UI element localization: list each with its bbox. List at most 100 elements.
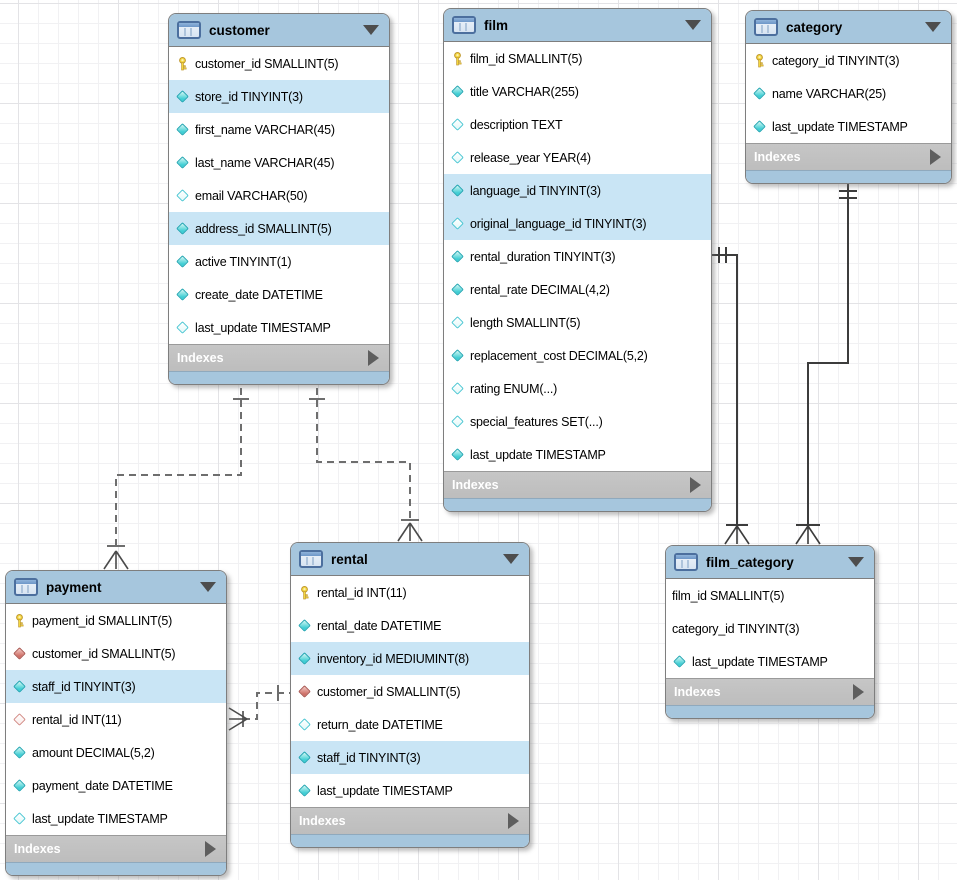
collapse-arrow-icon[interactable] — [503, 554, 519, 564]
indexes-footer[interactable]: Indexes — [444, 471, 711, 498]
table-row[interactable]: description TEXT — [444, 108, 711, 141]
table-row[interactable]: title VARCHAR(255) — [444, 75, 711, 108]
table-row[interactable]: create_date DATETIME — [169, 278, 389, 311]
expand-arrow-icon[interactable] — [368, 350, 379, 366]
table-row[interactable]: inventory_id MEDIUMINT(8) — [291, 642, 529, 675]
table-row[interactable]: last_name VARCHAR(45) — [169, 146, 389, 179]
column-label: length SMALLINT(5) — [470, 315, 581, 330]
table-row[interactable]: name VARCHAR(25) — [746, 77, 951, 110]
collapse-arrow-icon[interactable] — [848, 557, 864, 567]
table-row[interactable]: film_id SMALLINT(5) — [444, 42, 711, 75]
relationship-customer-payment[interactable] — [103, 376, 249, 570]
table-row[interactable]: active TINYINT(1) — [169, 245, 389, 278]
table-row[interactable]: address_id SMALLINT(5) — [169, 212, 389, 245]
table-row[interactable]: last_update TIMESTAMP — [746, 110, 951, 143]
table-row[interactable]: rating ENUM(...) — [444, 372, 711, 405]
column-not-null-icon — [751, 86, 768, 102]
table-row[interactable]: category_id TINYINT(3) — [746, 44, 951, 77]
table-row[interactable]: special_features SET(...) — [444, 405, 711, 438]
table-header[interactable]: category — [746, 11, 951, 44]
table-header[interactable]: payment — [6, 571, 226, 604]
table-rental[interactable]: rental rental_id INT(11)rental_date DATE… — [290, 542, 530, 848]
column-not-null-icon — [449, 348, 466, 364]
table-title: payment — [46, 579, 102, 595]
table-row[interactable]: film_id SMALLINT(5) — [666, 579, 874, 612]
relationship-rental-payment[interactable] — [228, 685, 296, 731]
relationship-film-film_category[interactable] — [706, 247, 750, 545]
relationship-category-film_category[interactable] — [795, 174, 857, 545]
expand-arrow-icon[interactable] — [205, 841, 216, 857]
table-row[interactable]: rental_id INT(11) — [291, 576, 529, 609]
table-header[interactable]: film — [444, 9, 711, 42]
table-row[interactable]: rental_date DATETIME — [291, 609, 529, 642]
table-row[interactable]: replacement_cost DECIMAL(5,2) — [444, 339, 711, 372]
table-row[interactable]: rental_duration TINYINT(3) — [444, 240, 711, 273]
collapse-arrow-icon[interactable] — [200, 582, 216, 592]
table-header[interactable]: rental — [291, 543, 529, 576]
table-header[interactable]: customer — [169, 14, 389, 47]
indexes-footer[interactable]: Indexes — [746, 143, 951, 170]
table-row[interactable]: language_id TINYINT(3) — [444, 174, 711, 207]
table-row[interactable]: last_update TIMESTAMP — [169, 311, 389, 344]
table-row[interactable]: store_id TINYINT(3) — [169, 80, 389, 113]
table-row[interactable]: last_update TIMESTAMP — [6, 802, 226, 835]
table-row[interactable]: payment_date DATETIME — [6, 769, 226, 802]
column-list: category_id TINYINT(3) name VARCHAR(25) la… — [746, 44, 951, 143]
table-row[interactable]: release_year YEAR(4) — [444, 141, 711, 174]
table-row[interactable]: email VARCHAR(50) — [169, 179, 389, 212]
table-film[interactable]: film film_id SMALLINT(5)title VARCHAR(25… — [443, 8, 712, 512]
table-row[interactable]: payment_id SMALLINT(5) — [6, 604, 226, 637]
column-nullable-icon — [449, 315, 466, 331]
column-not-null-icon — [174, 155, 191, 171]
table-icon — [14, 578, 38, 596]
collapse-arrow-icon[interactable] — [685, 20, 701, 30]
collapse-arrow-icon[interactable] — [363, 25, 379, 35]
table-row[interactable]: customer_id SMALLINT(5) — [6, 637, 226, 670]
table-row[interactable]: rental_id INT(11) — [6, 703, 226, 736]
table-row[interactable]: original_language_id TINYINT(3) — [444, 207, 711, 240]
table-row[interactable]: customer_id SMALLINT(5) — [291, 675, 529, 708]
expand-arrow-icon[interactable] — [508, 813, 519, 829]
table-row[interactable]: last_update TIMESTAMP — [444, 438, 711, 471]
table-icon — [754, 18, 778, 36]
expand-arrow-icon[interactable] — [690, 477, 701, 493]
column-nullable-icon — [174, 188, 191, 204]
table-row[interactable]: length SMALLINT(5) — [444, 306, 711, 339]
relationship-customer-rental[interactable] — [309, 376, 423, 542]
table-row[interactable]: rental_rate DECIMAL(4,2) — [444, 273, 711, 306]
table-row[interactable]: staff_id TINYINT(3) — [291, 741, 529, 774]
indexes-footer[interactable]: Indexes — [6, 835, 226, 862]
table-row[interactable]: first_name VARCHAR(45) — [169, 113, 389, 146]
table-row[interactable]: category_id TINYINT(3) — [666, 612, 874, 645]
column-label: category_id TINYINT(3) — [772, 53, 900, 68]
table-row[interactable]: customer_id SMALLINT(5) — [169, 47, 389, 80]
table-customer[interactable]: customer customer_id SMALLINT(5)store_id… — [168, 13, 390, 385]
column-label: rental_id INT(11) — [32, 712, 122, 727]
table-row[interactable]: last_update TIMESTAMP — [291, 774, 529, 807]
column-label: email VARCHAR(50) — [195, 188, 308, 203]
primary-key-icon — [296, 585, 313, 601]
column-not-null-icon — [11, 679, 28, 695]
table-category[interactable]: category category_id TINYINT(3) name VARC… — [745, 10, 952, 184]
column-not-null-icon — [174, 122, 191, 138]
column-not-null-icon — [11, 745, 28, 761]
table-row[interactable]: amount DECIMAL(5,2) — [6, 736, 226, 769]
indexes-footer[interactable]: Indexes — [666, 678, 874, 705]
collapse-arrow-icon[interactable] — [925, 22, 941, 32]
column-list: customer_id SMALLINT(5)store_id TINYINT(… — [169, 47, 389, 344]
foreign-key-icon — [296, 684, 313, 700]
indexes-footer[interactable]: Indexes — [291, 807, 529, 834]
table-film_category[interactable]: film_category film_id SMALLINT(5)categor… — [665, 545, 875, 719]
table-payment[interactable]: payment payment_id SMALLINT(5)customer_i… — [5, 570, 227, 876]
table-title: category — [786, 19, 843, 35]
column-label: last_update TIMESTAMP — [772, 119, 908, 134]
indexes-footer[interactable]: Indexes — [169, 344, 389, 371]
expand-arrow-icon[interactable] — [930, 149, 941, 165]
table-row[interactable]: return_date DATETIME — [291, 708, 529, 741]
table-row[interactable]: staff_id TINYINT(3) — [6, 670, 226, 703]
table-row[interactable]: last_update TIMESTAMP — [666, 645, 874, 678]
expand-arrow-icon[interactable] — [853, 684, 864, 700]
table-header[interactable]: film_category — [666, 546, 874, 579]
